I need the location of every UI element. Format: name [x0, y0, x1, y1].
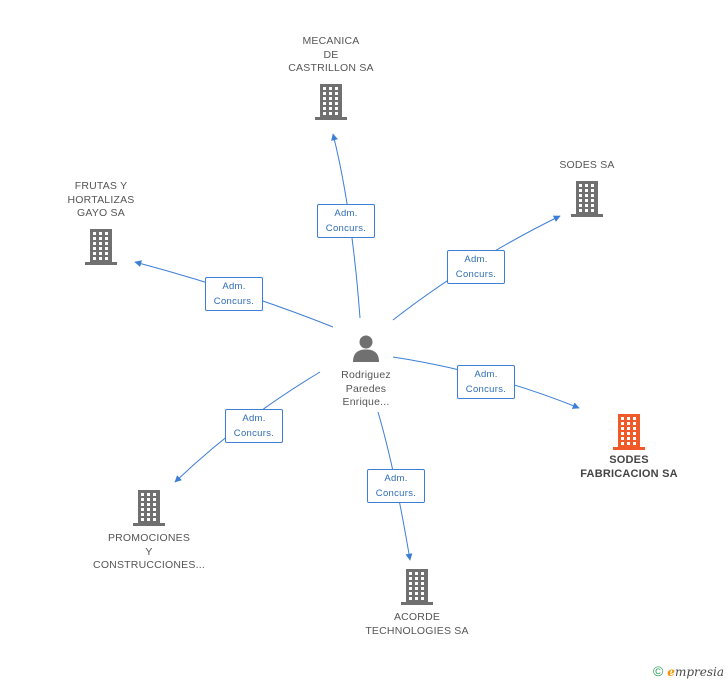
- person-node[interactable]: Rodriguez Paredes Enrique...: [291, 333, 441, 410]
- building-icon: [613, 414, 645, 450]
- company-label: SODES SA: [559, 159, 615, 171]
- edge-label-promociones[interactable]: Adm. Concurs.: [225, 409, 283, 443]
- person-icon: [353, 335, 379, 362]
- company-node-promociones[interactable]: PROMOCIONES Y CONSTRUCCIONES...: [74, 490, 224, 573]
- company-label: MECANICA DE CASTRILLON SA: [288, 35, 374, 74]
- company-node-sodes[interactable]: SODES SA: [512, 159, 662, 217]
- edge-label-sodes-fabricacion[interactable]: Adm. Concurs.: [457, 365, 515, 399]
- edge-label-frutas[interactable]: Adm. Concurs.: [205, 277, 263, 311]
- edge-label-sodes[interactable]: Adm. Concurs.: [447, 250, 505, 284]
- company-node-frutas[interactable]: FRUTAS Y HORTALIZAS GAYO SA: [26, 180, 176, 265]
- building-icon: [401, 569, 433, 605]
- company-label: PROMOCIONES Y CONSTRUCCIONES...: [93, 532, 205, 571]
- company-label: ACORDE TECHNOLOGIES SA: [365, 611, 469, 637]
- building-icon: [85, 228, 117, 265]
- building-icon: [315, 83, 347, 120]
- company-label: FRUTAS Y HORTALIZAS GAYO SA: [67, 180, 135, 219]
- copyright-footer: ©empresia: [653, 663, 724, 679]
- building-icon: [133, 490, 165, 526]
- company-label: SODES FABRICACION SA: [580, 454, 678, 480]
- edge-label-acorde[interactable]: Adm. Concurs.: [367, 469, 425, 503]
- brand-logo[interactable]: empresia: [667, 665, 724, 679]
- edge-label-mecanica[interactable]: Adm. Concurs.: [317, 204, 375, 238]
- building-icon: [571, 180, 603, 217]
- company-node-mecanica[interactable]: MECANICA DE CASTRILLON SA: [256, 35, 406, 120]
- company-node-sodes-fabricacion[interactable]: SODES FABRICACION SA: [554, 414, 704, 481]
- company-node-acorde[interactable]: ACORDE TECHNOLOGIES SA: [342, 569, 492, 638]
- copyright-symbol: ©: [652, 663, 664, 679]
- person-name: Rodriguez Paredes Enrique...: [341, 369, 391, 408]
